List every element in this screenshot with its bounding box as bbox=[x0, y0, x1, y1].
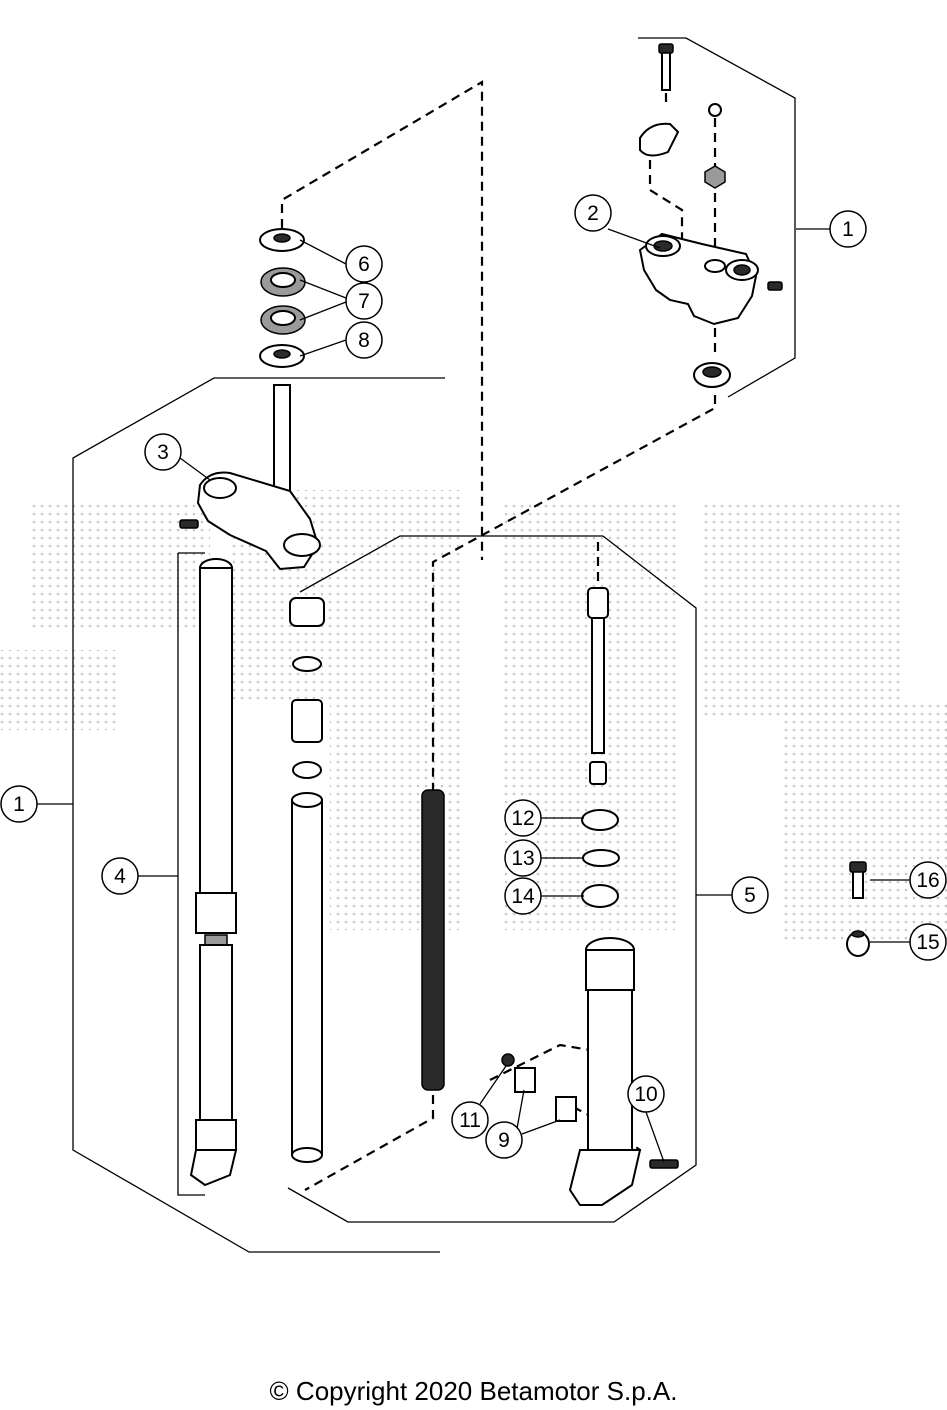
callout-8: 8 bbox=[345, 321, 383, 359]
svg-text:15: 15 bbox=[916, 931, 939, 954]
exploded-parts-diagram: 1 2 6 7 8 3 1 4 bbox=[0, 37, 947, 1253]
svg-text:1: 1 bbox=[13, 793, 25, 816]
callout-6: 6 bbox=[345, 245, 383, 283]
svg-text:9: 9 bbox=[498, 1129, 510, 1152]
callouts: 1 2 6 7 8 3 1 4 bbox=[0, 194, 947, 1159]
leader-lines bbox=[37, 228, 910, 1163]
svg-text:7: 7 bbox=[358, 290, 370, 313]
callout-16: 16 bbox=[909, 861, 947, 899]
svg-text:4: 4 bbox=[114, 865, 126, 888]
svg-text:8: 8 bbox=[358, 329, 370, 352]
callout-13: 13 bbox=[504, 839, 542, 877]
callout-4: 4 bbox=[101, 857, 139, 895]
stem-bearings bbox=[179, 228, 321, 571]
callout-11: 11 bbox=[451, 1101, 489, 1139]
svg-text:10: 10 bbox=[634, 1083, 657, 1106]
callout-12: 12 bbox=[504, 799, 542, 837]
svg-text:3: 3 bbox=[157, 441, 169, 464]
callout-5: 5 bbox=[731, 876, 769, 914]
callout-2: 2 bbox=[574, 194, 612, 232]
callout-3: 3 bbox=[144, 433, 182, 471]
fork-internals bbox=[289, 597, 445, 1163]
svg-text:16: 16 bbox=[916, 869, 939, 892]
callout-10: 10 bbox=[627, 1075, 665, 1113]
svg-text:12: 12 bbox=[511, 807, 534, 830]
callout-15: 15 bbox=[909, 923, 947, 961]
svg-text:13: 13 bbox=[511, 847, 534, 870]
callout-1-left: 1 bbox=[0, 785, 38, 823]
svg-text:1: 1 bbox=[842, 218, 854, 241]
callout-7: 7 bbox=[345, 282, 383, 320]
svg-text:6: 6 bbox=[358, 253, 370, 276]
svg-text:5: 5 bbox=[744, 884, 756, 907]
callout-14: 14 bbox=[504, 877, 542, 915]
svg-text:14: 14 bbox=[511, 885, 535, 908]
right-fork-leg bbox=[501, 587, 679, 1206]
callout-9: 9 bbox=[485, 1121, 523, 1159]
svg-text:11: 11 bbox=[459, 1109, 481, 1132]
loose-parts bbox=[846, 861, 870, 957]
copyright-notice: © Copyright 2020 Betamotor S.p.A. bbox=[269, 1376, 678, 1406]
svg-text:2: 2 bbox=[587, 202, 599, 225]
watermark bbox=[0, 490, 947, 940]
callout-1-top: 1 bbox=[829, 210, 867, 248]
top-triple-clamp bbox=[638, 43, 783, 388]
left-fork-leg bbox=[189, 558, 238, 1187]
